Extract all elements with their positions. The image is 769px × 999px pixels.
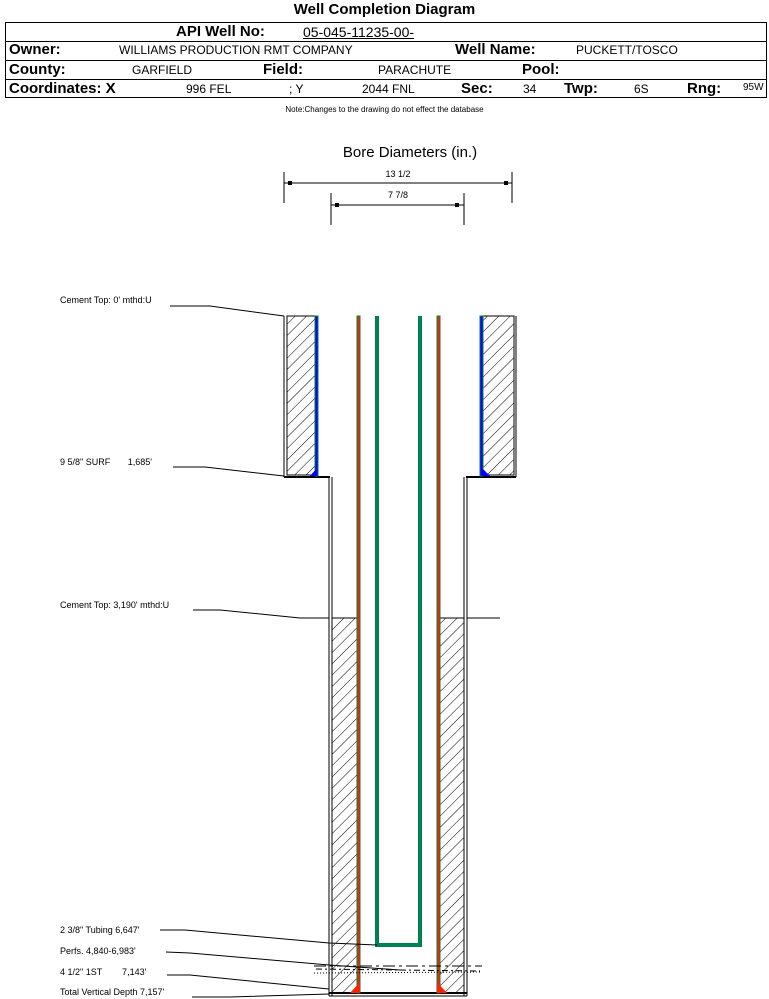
production-casing-left	[356, 315, 361, 994]
rng-value: 95W	[743, 82, 764, 93]
twp-value: 6S	[634, 82, 649, 96]
production-casing-right	[436, 315, 441, 994]
surface-cement-left	[286, 315, 317, 476]
sec-label: Sec:	[461, 80, 493, 97]
bore-dimension-13-5: 13 1/2	[283, 169, 513, 203]
bore-diameter-label-2: 7 7/8	[388, 190, 408, 200]
api-label: API Well No:	[176, 23, 265, 40]
surface-shoe-right	[482, 468, 490, 476]
perforations-label: Perfs. 4,840-6,983'	[60, 946, 136, 956]
field-label: Field:	[263, 61, 303, 78]
production-cement-right	[439, 617, 465, 994]
twp-label: Twp:	[564, 80, 598, 97]
well-name-value: PUCKETT/TOSCO	[576, 43, 678, 57]
county-label: County:	[9, 61, 66, 78]
production-cement-left	[331, 617, 358, 994]
well-header-table: API Well No: 05-045-11235-00- Owner: WIL…	[5, 22, 767, 98]
database-note: Note:Changes to the drawing do not effec…	[285, 105, 484, 114]
coord-y-label: ; Y	[289, 82, 304, 96]
sec-value: 34	[523, 82, 537, 96]
callout-lines	[160, 305, 500, 998]
coordinates-row: Coordinates: X 996 FEL ; Y 2044 FNL Sec:…	[6, 80, 766, 98]
owner-value: WILLIAMS PRODUCTION RMT COMPANY	[119, 43, 353, 57]
surface-casing-right	[479, 315, 484, 477]
cement-top-production-label: Cement Top: 3,190' mthd:U	[60, 600, 169, 610]
tubing-string	[375, 316, 422, 947]
bore-diameter-label-1: 13 1/2	[385, 169, 410, 179]
coord-x-value: 996 FEL	[186, 82, 232, 96]
surface-casing-left	[314, 315, 319, 477]
surface-hole	[283, 315, 517, 478]
cement-top-surface-label: Cement Top: 0' mthd:U	[60, 295, 152, 305]
coord-y-value: 2044 FNL	[362, 82, 415, 96]
county-value: GARFIELD	[132, 63, 193, 77]
well-name-label: Well Name:	[455, 41, 536, 58]
owner-row: Owner: WILLIAMS PRODUCTION RMT COMPANY W…	[6, 41, 766, 61]
production-shoe-left	[350, 982, 360, 993]
bore-diameters-title: Bore Diameters (in.)	[343, 144, 477, 161]
production-casing-label: 4 1/2" 1ST 7,143'	[60, 967, 147, 977]
api-row: API Well No: 05-045-11235-00-	[6, 23, 766, 42]
bore-dimension-7-875: 7 7/8	[330, 190, 465, 225]
production-shoe-right	[437, 982, 447, 993]
pool-label: Pool:	[522, 61, 560, 78]
rng-label: Rng:	[687, 80, 722, 97]
field-value: PARACHUTE	[378, 63, 452, 77]
page-title: Well Completion Diagram	[293, 1, 476, 18]
county-row: County: GARFIELD Field: PARACHUTE Pool:	[6, 61, 766, 80]
owner-label: Owner:	[9, 41, 61, 58]
production-hole	[328, 477, 468, 997]
surface-casing-label: 9 5/8" SURF 1,685'	[60, 457, 152, 467]
tubing-label: 2 3/8" Tubing 6,647'	[60, 925, 140, 935]
surface-cement-right	[480, 315, 515, 476]
total-depth-label: Total Vertical Depth 7,157'	[60, 987, 165, 997]
coordinates-label: Coordinates: X	[9, 80, 116, 97]
api-value: 05-045-11235-00-	[303, 24, 415, 40]
surface-shoe-left	[310, 468, 317, 476]
